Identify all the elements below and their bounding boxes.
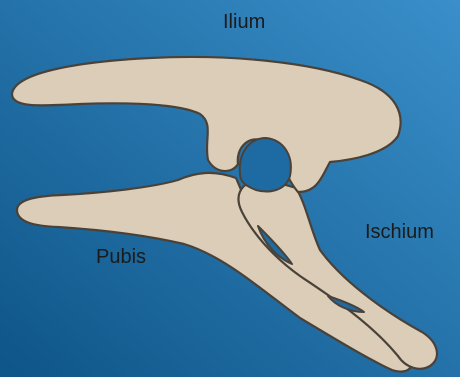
hip-socket [240, 138, 291, 191]
ilium-label: Ilium [223, 11, 265, 33]
ischium-label: Ischium [365, 221, 434, 243]
pubis-label: Pubis [96, 246, 146, 268]
